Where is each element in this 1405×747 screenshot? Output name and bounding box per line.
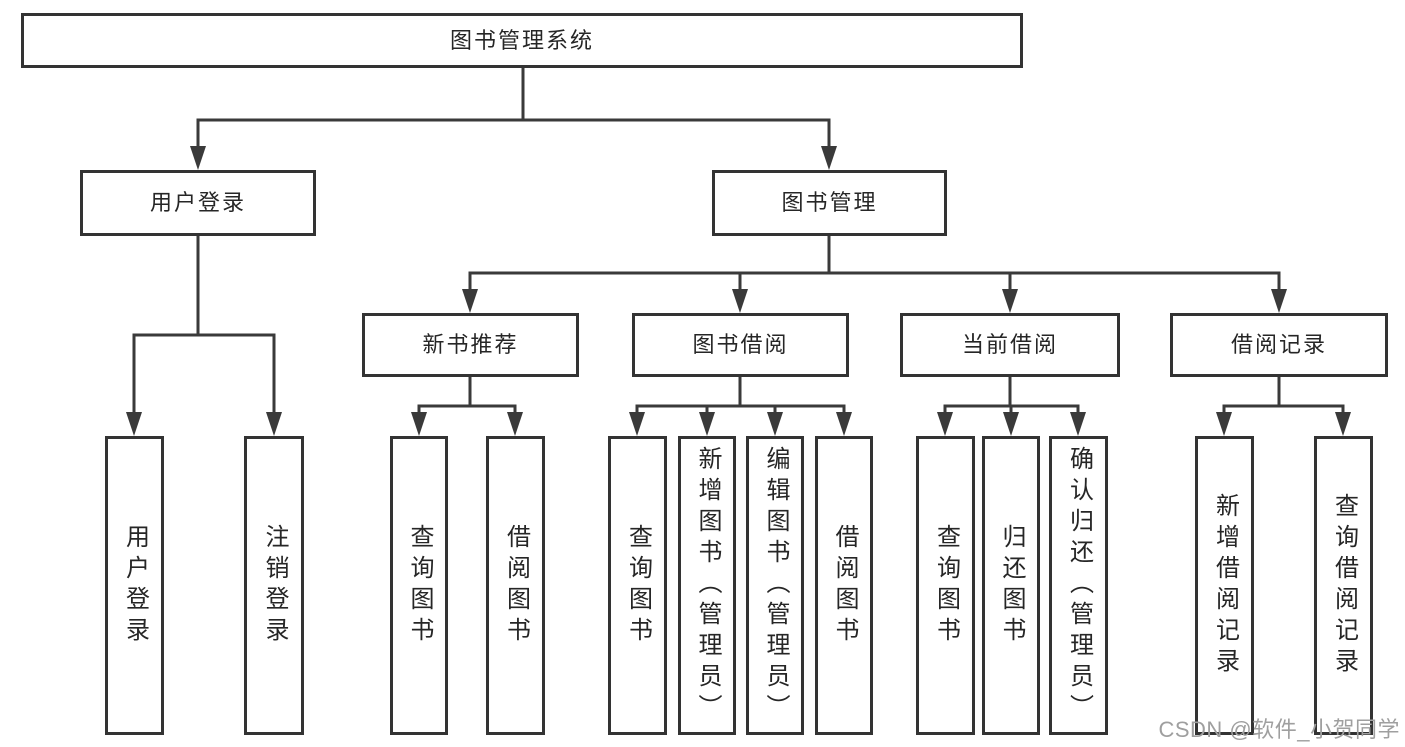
node-leaf-cb-return-book: 归还图书 [982,436,1040,735]
arrowhead [1070,412,1086,436]
arrowhead [1335,412,1351,436]
node-leaf-bb-add-book-admin: 新增图书（管理员） [678,436,736,735]
arrowhead [699,412,715,436]
node-lv3-book-borrow: 图书借阅 [632,313,849,377]
arrowhead [1216,412,1232,436]
node-lv2-book-management: 图书管理 [712,170,947,236]
arrowhead [266,412,282,436]
node-leaf-br-add-record: 新增借阅记录 [1195,436,1254,735]
arrowhead [732,289,748,313]
node-leaf-bb-edit-book-admin: 编辑图书（管理员） [746,436,804,735]
arrowhead [821,146,837,170]
arrowhead [836,412,852,436]
node-lv3-borrow-record: 借阅记录 [1170,313,1388,377]
arrowhead [629,412,645,436]
arrowhead [411,412,427,436]
node-leaf-cb-confirm-return-admin: 确认归还（管理员） [1049,436,1108,735]
node-leaf-logout: 注销登录 [244,436,304,735]
node-leaf-user-login: 用户登录 [105,436,164,735]
node-lv3-current-borrow: 当前借阅 [900,313,1120,377]
arrowhead [507,412,523,436]
node-leaf-nbr-borrow-book: 借阅图书 [486,436,545,735]
node-leaf-bb-query-book: 查询图书 [608,436,667,735]
node-leaf-nbr-query-book: 查询图书 [390,436,448,735]
arrowhead [1002,289,1018,313]
arrowhead [126,412,142,436]
arrowhead [1003,412,1019,436]
node-leaf-br-query-record: 查询借阅记录 [1314,436,1373,735]
node-lv3-new-book-recommend: 新书推荐 [362,313,579,377]
arrowhead [462,289,478,313]
arrowhead [937,412,953,436]
arrowhead [767,412,783,436]
node-leaf-bb-borrow-book: 借阅图书 [815,436,873,735]
node-lv2-user-login: 用户登录 [80,170,316,236]
arrowhead [1271,289,1287,313]
watermark: CSDN @软件_小贺同学 [1158,717,1400,742]
node-root: 图书管理系统 [21,13,1023,68]
node-leaf-cb-query-book: 查询图书 [916,436,975,735]
arrowhead [190,146,206,170]
